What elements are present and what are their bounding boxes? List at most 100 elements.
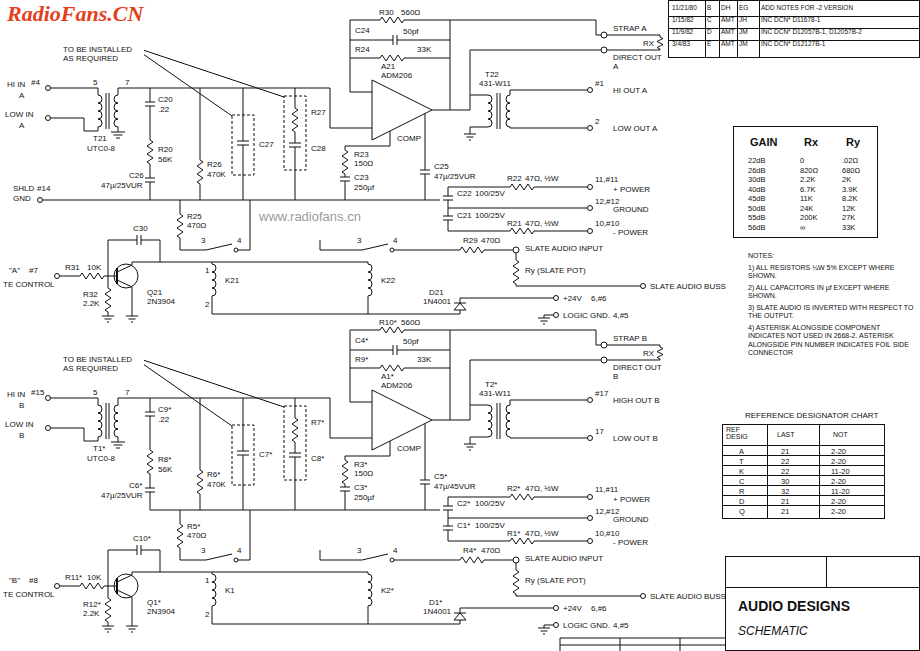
component-label: D1*	[428, 598, 443, 607]
component-label: R8*	[157, 455, 172, 464]
component-label: 50pf	[402, 337, 420, 346]
component-label: 11,#11	[594, 175, 619, 184]
component-label: Ry (SLATE POT)	[524, 576, 587, 585]
component-label: #8	[28, 576, 39, 585]
component-label: C10*	[132, 534, 152, 543]
component-label: UTC0-8	[86, 454, 116, 463]
component-label: R22	[506, 174, 523, 183]
table-cell: 55dB	[748, 214, 766, 222]
component-label: SLATE AUDIO INPUT	[524, 244, 604, 253]
component-label: K22	[380, 276, 396, 285]
table-rule	[723, 495, 884, 496]
note-text: 3) SLATE AUDIO IS INVERTED WITH RESPECT …	[748, 304, 916, 321]
component-label: TO BE INSTALLED AS REQUIRED	[62, 355, 144, 373]
table-cell: 11-20	[831, 468, 850, 476]
terminal-pin	[46, 116, 51, 121]
component-label: TE CONTROL	[2, 590, 56, 599]
terminal-pins	[46, 32, 646, 318]
table-rule	[705, 1, 706, 57]
comp-network	[340, 114, 430, 201]
component-label: C27	[258, 140, 275, 149]
component-label: 2.2K	[82, 609, 100, 618]
component-label: 1	[204, 576, 210, 585]
table-cell: 50dB	[748, 205, 766, 213]
component-label: 560Ω	[400, 318, 421, 327]
component-label: C8*	[310, 454, 325, 463]
component-label: - POWER	[612, 228, 649, 237]
pin-label: #14	[36, 184, 51, 193]
component-label: GROUND	[612, 205, 650, 214]
table-cell: 1/15/82	[672, 17, 694, 24]
component-label: STRAP A	[612, 24, 648, 33]
component-label: #1	[594, 79, 605, 88]
table-cell: 12K	[842, 205, 855, 213]
table-cell: AMT	[721, 29, 735, 36]
component-label: 33K	[416, 45, 432, 54]
note-text: NOTES:	[748, 252, 916, 261]
component-label: 100/25V	[474, 521, 506, 530]
component-label: R25	[186, 212, 203, 221]
component-label: R20	[157, 145, 174, 154]
component-label: 3	[200, 546, 206, 555]
component-label: 1N4001	[422, 607, 452, 616]
component-label: 5	[92, 388, 98, 397]
component-label: C22	[456, 189, 473, 198]
component-label: 470K	[206, 480, 227, 489]
shield-wire	[43, 200, 151, 201]
component-label: 47Ω, ½W	[524, 529, 560, 538]
component-label: ADM206	[380, 71, 413, 80]
table-cell: INC DCN* D12127B-1	[761, 41, 825, 48]
component-label: LOGIC GND.	[562, 621, 611, 630]
designator-chart: REFERENCE DESIGNATOR CHARTREF DESIGLASTN…	[722, 424, 885, 519]
component-label: K2*	[380, 586, 395, 595]
terminal-pin	[554, 296, 559, 301]
pin-label: SHLD	[12, 184, 35, 193]
table-cell: JM	[739, 29, 748, 36]
opamp-symbol	[372, 80, 432, 140]
table-cell: 2-20	[831, 508, 846, 516]
component-label: "B"	[8, 576, 21, 585]
component-label: R26	[206, 160, 223, 169]
component-label: 4	[392, 546, 398, 555]
component-label: COMP	[396, 134, 422, 143]
component-label: 2	[594, 117, 600, 126]
table-cell: Ry	[846, 137, 860, 148]
component-label: 10,#10	[594, 219, 620, 228]
table-cell: C	[739, 478, 744, 486]
title-block: AUDIO DESIGNSSCHEMATIC	[725, 556, 920, 651]
component-label: + POWER	[612, 185, 651, 194]
terminal-pin	[588, 88, 593, 93]
table-cell: 680Ω	[842, 167, 860, 175]
table-cell: 200K	[800, 214, 818, 222]
table-cell: REF DESIG	[726, 426, 762, 440]
table-cell: 24K	[800, 205, 813, 213]
table-cell: 33K	[842, 224, 855, 232]
component-label: TO BE INSTALLED AS REQUIRED	[62, 45, 144, 63]
terminal-pin	[588, 206, 593, 211]
component-label: 470Ω	[480, 236, 501, 245]
table-rule	[826, 557, 827, 587]
component-label: R11*	[64, 573, 83, 582]
component-label: RX	[642, 349, 655, 358]
table-cell: 21	[781, 498, 789, 506]
table-cell: ADD NOTES FOR -2 VERSION	[761, 5, 853, 12]
table-cell: K	[739, 468, 744, 476]
table-cell: AMT	[721, 17, 735, 24]
component-label: C25	[433, 162, 450, 171]
component-label: - POWER	[612, 538, 649, 547]
table-cell: 0	[800, 157, 804, 165]
table-cell: Rx	[804, 137, 818, 148]
component-label: 100/25V	[474, 499, 506, 508]
table-cell: 820Ω	[800, 167, 818, 175]
component-label: ADM206	[380, 381, 413, 390]
component-label: 2.2K	[82, 299, 100, 308]
relay-contact	[234, 248, 238, 252]
component-label: C26	[128, 171, 145, 180]
component-label: #7	[28, 266, 39, 275]
table-rule	[723, 455, 884, 456]
table-rule	[723, 465, 884, 466]
table-cell: 30dB	[748, 176, 766, 184]
component-label: TE CONTROL	[2, 280, 56, 289]
component-label: A1*	[380, 372, 395, 381]
